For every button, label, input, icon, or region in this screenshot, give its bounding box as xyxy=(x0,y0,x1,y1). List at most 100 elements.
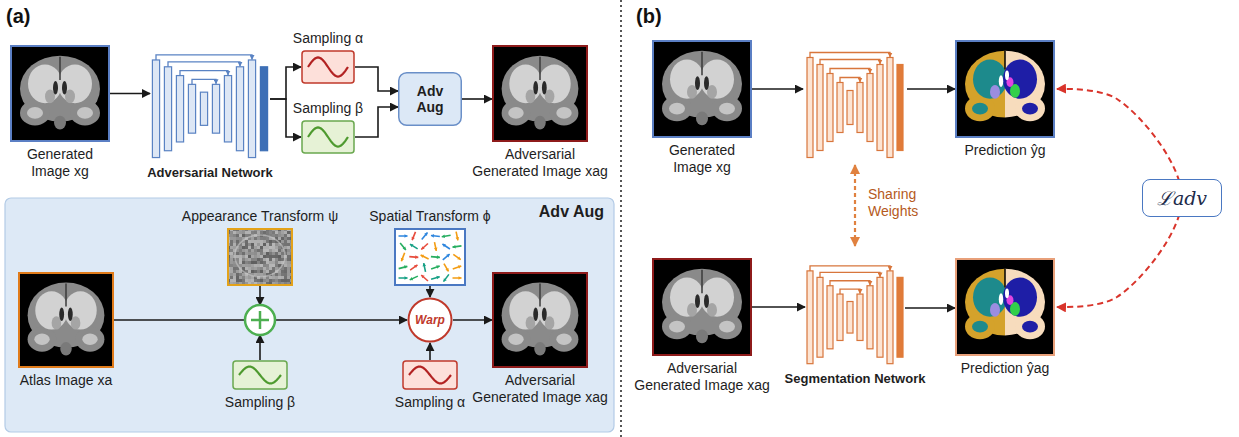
shape-frame xyxy=(227,228,293,286)
noise-cell xyxy=(278,273,281,276)
noise-cell xyxy=(287,231,290,234)
noise-cell xyxy=(263,270,266,273)
noise-cell xyxy=(284,267,287,270)
noise-cell xyxy=(242,234,245,237)
noise-cell xyxy=(266,267,269,270)
flow-shaft xyxy=(421,255,429,259)
shape xyxy=(704,76,709,90)
noise-cell xyxy=(251,270,254,273)
noise-cell xyxy=(260,249,263,252)
sampling-ground xyxy=(403,361,457,389)
connector-arrow xyxy=(453,319,492,321)
network-layer xyxy=(817,65,823,151)
noise-cell xyxy=(284,243,287,246)
flow-shaft xyxy=(444,264,448,272)
midline xyxy=(1004,51,1006,70)
noise-cell xyxy=(281,234,284,237)
midline xyxy=(539,284,541,307)
flow-arrow xyxy=(431,255,440,259)
noise-cell xyxy=(287,240,290,243)
shape xyxy=(972,103,988,115)
noise-cell xyxy=(272,267,275,270)
image-ground xyxy=(18,272,114,368)
caption-text: Adversarial Network xyxy=(140,164,280,181)
shape xyxy=(712,96,742,121)
flow-head xyxy=(457,256,460,259)
shape xyxy=(508,107,523,119)
image-border xyxy=(395,229,465,285)
shape-frame xyxy=(301,120,355,154)
noise-cell xyxy=(239,258,242,261)
prediction-node: Prediction ŷg xyxy=(935,40,1075,159)
noise-cell xyxy=(230,264,233,267)
flow-shaft xyxy=(410,276,418,280)
noise-cell xyxy=(245,240,248,243)
noise-cell xyxy=(263,255,266,258)
noise-cell xyxy=(272,246,275,249)
shape xyxy=(965,96,995,121)
shape xyxy=(54,116,66,130)
noise-cell xyxy=(257,255,260,258)
noise-cell xyxy=(230,237,233,240)
noise-cell xyxy=(275,276,278,279)
noise-cell xyxy=(260,231,263,234)
noise-cell xyxy=(269,270,272,273)
shape xyxy=(509,291,542,329)
shape xyxy=(509,64,542,103)
noise-cell xyxy=(272,258,275,261)
noise-cell xyxy=(278,261,281,264)
shape xyxy=(696,112,708,126)
noise-cell xyxy=(269,264,272,267)
noise-cell xyxy=(245,261,248,264)
illustration xyxy=(805,250,905,366)
shape xyxy=(28,327,57,352)
noise-cell xyxy=(248,231,251,234)
shape xyxy=(533,81,538,95)
noise-cell xyxy=(254,243,257,246)
image-ground xyxy=(10,45,110,142)
panel-tag: (a) xyxy=(6,4,30,28)
network-layer xyxy=(887,271,893,364)
noise-cell xyxy=(254,246,257,249)
noise-cell xyxy=(260,279,263,282)
noise-cell xyxy=(245,267,248,270)
noise-cell xyxy=(281,231,284,234)
network-layer xyxy=(260,67,267,151)
shape xyxy=(550,327,579,352)
shape-frame xyxy=(652,40,752,138)
image-border xyxy=(228,229,292,285)
flow-shaft xyxy=(399,266,408,268)
flow-arrow xyxy=(412,232,416,240)
illustration xyxy=(18,272,114,368)
noise-cell xyxy=(239,261,242,264)
noise-cell xyxy=(260,246,263,249)
illustration xyxy=(402,360,458,390)
noise-cell xyxy=(275,261,278,264)
noise-cell xyxy=(254,279,257,282)
network-layer xyxy=(827,286,833,349)
box-label: Adv Aug xyxy=(404,83,456,115)
midline xyxy=(539,57,541,80)
flow-shaft xyxy=(410,244,418,249)
skip-connection xyxy=(840,78,860,83)
noise-cell xyxy=(263,240,266,243)
flow-shaft xyxy=(453,266,462,269)
flow-arrow xyxy=(401,253,405,261)
noise-cell xyxy=(251,255,254,258)
flow-arrow xyxy=(442,234,451,238)
shape xyxy=(34,333,49,345)
shape xyxy=(1005,288,1009,298)
caption-text: Prediction ŷag xyxy=(935,360,1075,377)
noise-cell xyxy=(272,264,275,267)
flow-arrow xyxy=(421,275,428,281)
network-layer xyxy=(200,92,207,125)
flow-arrow xyxy=(421,243,428,249)
noise-cell xyxy=(248,243,251,246)
noise-cell xyxy=(248,255,251,258)
segmentation-network-top xyxy=(807,53,903,158)
noise-cell xyxy=(287,237,290,240)
shape-frame xyxy=(402,360,458,390)
shape xyxy=(669,321,685,333)
noise-cell xyxy=(263,258,266,261)
flow-arrow xyxy=(399,234,408,238)
